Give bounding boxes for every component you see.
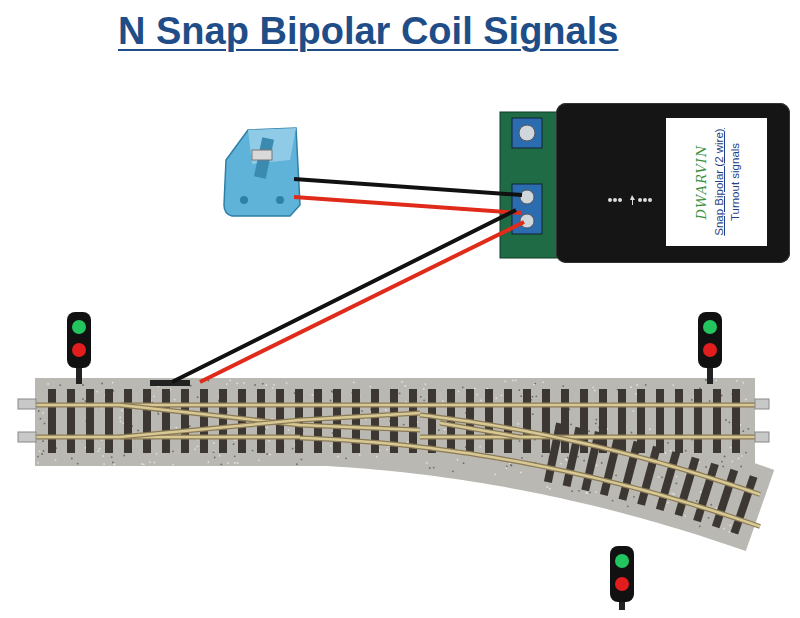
signal xyxy=(698,312,722,384)
track-ballast xyxy=(35,378,760,533)
module-purpose: Turnout signals xyxy=(728,143,740,221)
signal xyxy=(610,546,634,610)
wires xyxy=(172,179,524,382)
rail-joiner xyxy=(18,432,36,442)
case-markings xyxy=(606,193,666,207)
rail-joiner xyxy=(18,399,36,409)
module-label: DWARVIN Snap Bipolar (2 wire) Turnout sign… xyxy=(666,118,767,246)
track-rails xyxy=(30,405,760,527)
rail-joiner xyxy=(755,399,769,409)
signal xyxy=(67,312,91,384)
signal-module: DWARVIN Snap Bipolar (2 wire) Turnout sign… xyxy=(556,103,790,263)
diagram-title: N Snap Bipolar Coil Signals xyxy=(118,10,618,53)
label-text-group: DWARVIN Snap Bipolar (2 wire) Turnout sign… xyxy=(667,119,767,245)
rail-joiner xyxy=(755,432,769,442)
point-motor xyxy=(150,380,190,386)
control-switch xyxy=(224,128,300,216)
brand-logo: DWARVIN xyxy=(693,145,708,220)
module-name: Snap Bipolar (2 wire) xyxy=(712,128,724,235)
